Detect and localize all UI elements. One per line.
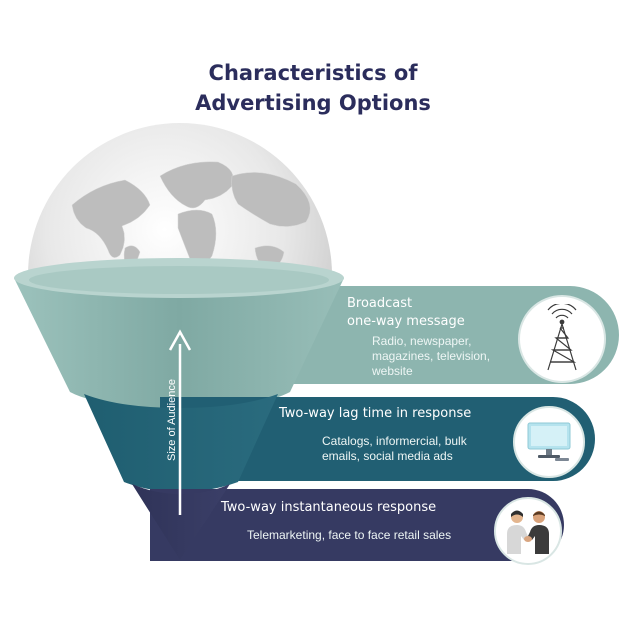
funnel-top-section <box>14 278 344 408</box>
handshake-icon <box>494 497 562 565</box>
funnel-bottom-section <box>132 484 230 560</box>
band-1-title: Broadcast one-way message <box>347 295 517 331</box>
band-1-desc-line-2: magazines, television, <box>372 349 491 363</box>
band-2-desc-line-1: Catalogs, informercial, bulk <box>322 434 467 448</box>
axis-label: Size of Audience <box>166 379 178 461</box>
title-line-2: Advertising Options <box>195 91 431 115</box>
band-1-title-line-1: Broadcast <box>347 296 413 311</box>
band-3-description: Telemarketing, face to face retail sales <box>247 528 452 542</box>
band-1-title-line-2: one-way message <box>347 314 465 329</box>
band-2-description: Catalogs, informercial, bulk emails, soc… <box>322 434 518 464</box>
funnel-rim-inner <box>29 266 329 294</box>
title-line-1: Characteristics of <box>208 61 418 85</box>
band-2-ribbon <box>160 397 595 481</box>
globe-icon <box>28 123 332 276</box>
band-1-description: Radio, newspaper, magazines, television,… <box>372 334 522 379</box>
band-1-desc-line-3: website <box>372 364 413 378</box>
radio-tower-icon <box>518 295 606 383</box>
desktop-computer-icon <box>513 406 585 478</box>
band-2-desc-line-2: emails, social media ads <box>322 449 453 463</box>
page-title: Characteristics of Advertising Options <box>0 58 626 118</box>
band-2-title: Two-way lag time in response <box>279 406 472 421</box>
band-3-ribbon <box>150 489 564 561</box>
audience-arrow <box>168 329 192 515</box>
band-1-desc-line-1: Radio, newspaper, <box>372 334 472 348</box>
band-3-title: Two-way instantaneous response <box>221 500 437 515</box>
